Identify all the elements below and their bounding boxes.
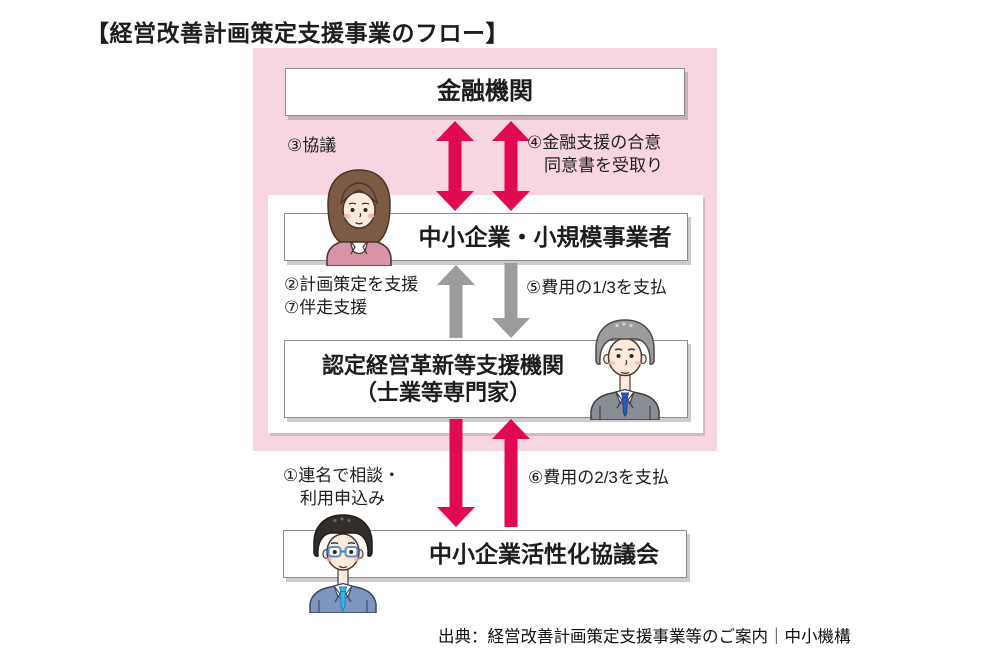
applicant-man-illustration <box>309 514 377 613</box>
up-arrow-icon <box>492 419 530 527</box>
step2-step7-label: ②計画策定を支援 ⑦伴走支援 <box>284 275 419 317</box>
certified-support-org-label-line1: 認定経営革新等支援機関 <box>321 352 564 378</box>
financial-institution-box: 金融機関 <box>285 68 685 116</box>
source-attribution: 出典：経営改善計画策定支援事業等のご案内｜中小機構 <box>438 628 851 646</box>
revitalization-council-label: 中小企業活性化協議会 <box>429 540 659 567</box>
certified-support-org-label-line2: （士業等専門家） <box>354 380 531 405</box>
down-arrow-icon <box>492 263 530 338</box>
sme-label: 中小企業・小規模事業者 <box>418 223 672 250</box>
down-arrow-icon <box>437 419 475 527</box>
step6-label: ⑥費用の2/3を支払 <box>528 468 669 487</box>
financial-institution-label: 金融機関 <box>437 78 533 105</box>
step4-label: ④金融支援の合意 同意書を受取り <box>527 133 663 175</box>
double-arrow-icon <box>492 121 530 211</box>
step3-label: ③協議 <box>287 136 337 155</box>
step1-label: ①連名で相談・ 利用申込み <box>283 466 401 508</box>
expert-man-illustration <box>590 319 660 420</box>
double-arrow-icon <box>436 121 474 211</box>
up-arrow-icon <box>437 265 475 338</box>
step5-label: ⑤費用の1/3を支払 <box>526 278 667 297</box>
sme-woman-illustration <box>326 169 392 266</box>
page-title: 【経営改善計画策定支援事業のフロー】 <box>86 20 509 46</box>
